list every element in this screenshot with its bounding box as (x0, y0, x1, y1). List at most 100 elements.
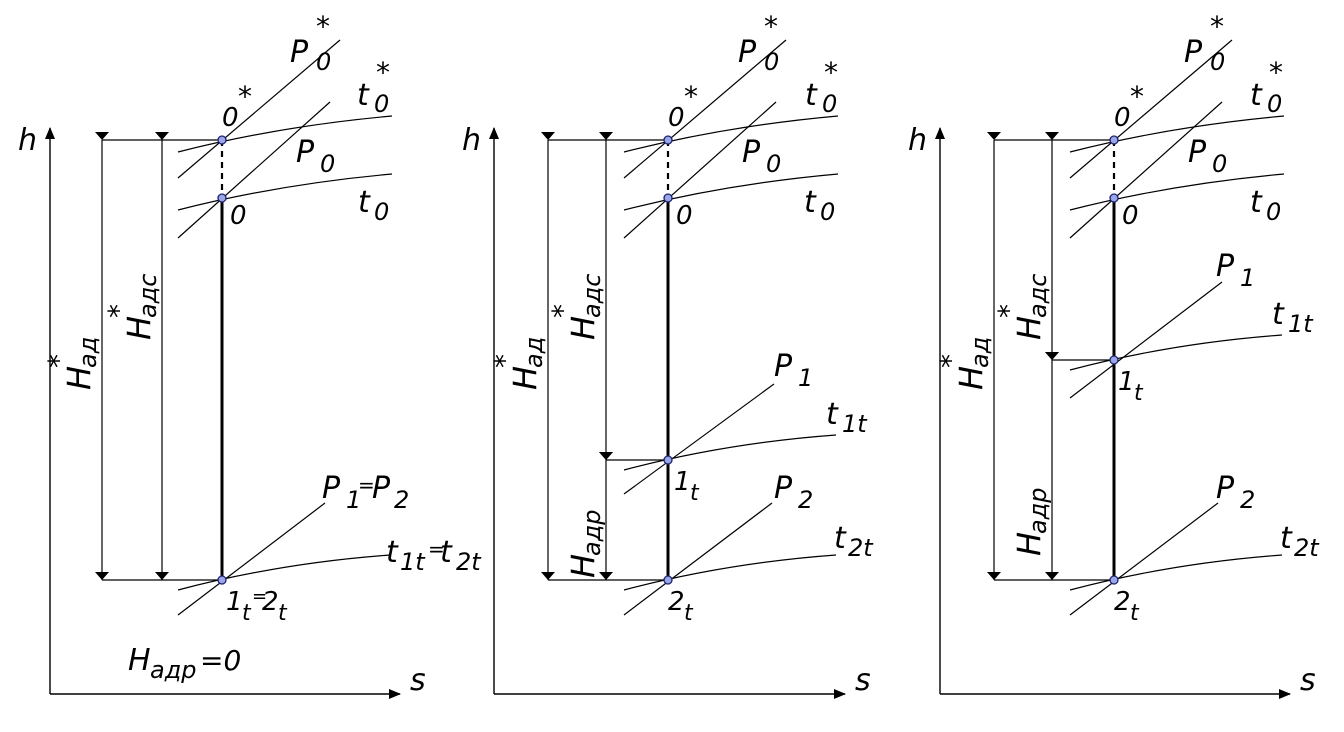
svg-text:0: 0 (1212, 150, 1227, 178)
isobar-p1-p2 (177, 502, 326, 616)
svg-text:=: = (252, 586, 267, 607)
h-axis-label: h (18, 123, 37, 158)
svg-text:1: 1 (1118, 367, 1135, 397)
svg-text:0: 0 (316, 48, 331, 76)
svg-text:H: H (506, 366, 544, 390)
svg-text:2t: 2t (848, 534, 874, 562)
svg-text:P: P (290, 35, 309, 70)
svg-text:H: H (120, 316, 158, 340)
label-t0: t 0 (1250, 185, 1281, 226)
label-t0: t 0 (358, 185, 389, 226)
svg-text:t: t (358, 185, 371, 220)
svg-text:H: H (564, 316, 602, 340)
svg-text:адр: адр (150, 656, 197, 684)
s-axis-label: s (855, 663, 871, 698)
svg-text:t: t (1272, 297, 1285, 332)
label-point-0-star: 0 * (668, 80, 698, 133)
svg-text:*: * (764, 10, 778, 43)
isobar-p1 (1069, 281, 1223, 399)
svg-text:P: P (372, 471, 391, 506)
svg-text:0: 0 (374, 90, 389, 118)
svg-text:ад: ад (520, 337, 548, 368)
state-point-0-star (217, 135, 227, 145)
svg-text:0: 0 (1210, 48, 1225, 76)
svg-text:=: = (428, 537, 445, 561)
svg-text:P: P (1188, 135, 1207, 170)
svg-text:1t: 1t (400, 548, 426, 576)
svg-text:0: 0 (764, 48, 779, 76)
label-t2t: t 2t (1280, 521, 1320, 562)
state-point-0 (1109, 193, 1119, 203)
svg-text:*: * (934, 354, 967, 368)
svg-text:*: * (546, 304, 579, 318)
isotherm-t1t (1069, 334, 1283, 371)
panel-2: h s P 0 * t 0 * 0 (462, 10, 874, 699)
svg-text:1: 1 (798, 364, 813, 392)
isotherm-t1t (623, 434, 837, 471)
state-point-0 (217, 193, 227, 203)
state-point-1t (1109, 355, 1119, 365)
svg-text:2: 2 (262, 587, 279, 617)
label-p0-star: P 0 * (738, 10, 779, 76)
label-hadr-zero: H адр =0 (128, 643, 241, 684)
svg-text:1t: 1t (1288, 310, 1314, 338)
state-point-2t (663, 575, 673, 585)
svg-text:2t: 2t (456, 548, 482, 576)
isotherm-t0 (623, 173, 839, 211)
state-point-0 (663, 193, 673, 203)
svg-text:0: 0 (222, 103, 239, 133)
label-hadr: H адр (564, 509, 606, 578)
svg-text:H: H (1010, 532, 1048, 556)
svg-text:1t: 1t (842, 410, 868, 438)
svg-text:2: 2 (798, 486, 813, 514)
label-t0-star: t 0 * (805, 56, 838, 118)
isotherm-t0 (177, 173, 393, 211)
isobar-p0 (1069, 101, 1223, 239)
isotherm-t2t (623, 554, 837, 591)
svg-text:2: 2 (1114, 587, 1131, 617)
svg-text:0: 0 (374, 198, 389, 226)
isobar-p2 (623, 502, 773, 616)
svg-text:P: P (1184, 35, 1203, 70)
svg-text:t: t (1250, 78, 1263, 113)
label-had-star: H ад * (42, 337, 102, 390)
svg-text:*: * (102, 304, 135, 318)
label-p0-star: P 0 * (290, 10, 331, 76)
isobar-p0 (177, 101, 331, 239)
label-p0: P 0 (742, 135, 781, 178)
svg-text:t: t (242, 601, 252, 626)
svg-text:t: t (440, 535, 453, 570)
svg-text:*: * (992, 304, 1025, 318)
svg-text:2: 2 (668, 587, 685, 617)
label-t1t: t 1t (826, 397, 868, 438)
state-point-1t-2t (217, 575, 227, 585)
svg-text:ад: ад (74, 337, 102, 368)
svg-text:0: 0 (320, 150, 335, 178)
state-point-2t (1109, 575, 1119, 585)
isobar-p0-star (623, 39, 787, 179)
s-axis-label: s (1300, 663, 1316, 698)
svg-text:0: 0 (1266, 198, 1281, 226)
svg-text:*: * (238, 80, 252, 113)
isobar-p0-star (177, 39, 341, 179)
svg-text:t: t (386, 535, 399, 570)
label-hadc-star: H адс * (546, 274, 606, 341)
label-p0-star: P 0 * (1184, 10, 1225, 76)
state-point-1t (663, 455, 673, 465)
label-p1: P 1 (1216, 249, 1255, 292)
svg-text:H: H (564, 554, 602, 578)
label-hadc-star: H адс * (992, 274, 1052, 341)
label-had-star: H ад * (934, 337, 994, 390)
svg-text:0: 0 (668, 103, 685, 133)
label-point-2t: 2 t (1114, 587, 1140, 626)
svg-text:P: P (774, 349, 793, 384)
isotherm-t0-star (177, 115, 393, 153)
h-axis-label: h (462, 123, 481, 158)
svg-text:0: 0 (820, 198, 835, 226)
svg-text:P: P (1216, 249, 1235, 284)
isobar-p0-star (1069, 39, 1233, 179)
svg-text:t: t (684, 601, 694, 626)
state-point-0-star (1109, 135, 1119, 145)
svg-text:H: H (1010, 316, 1048, 340)
